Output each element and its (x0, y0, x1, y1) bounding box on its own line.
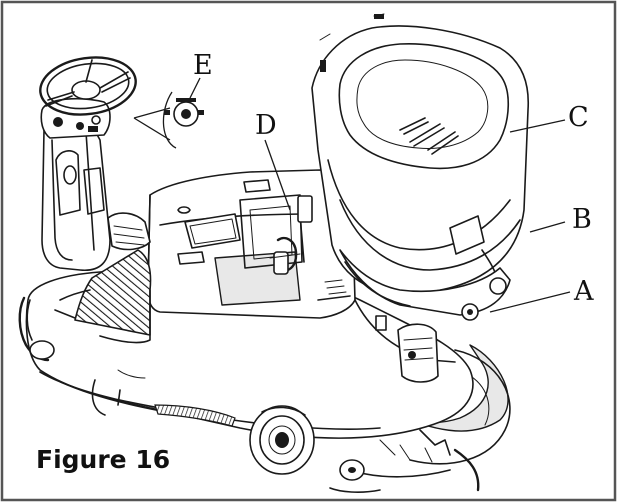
callout-a: A (573, 276, 594, 307)
callout-d: D (255, 110, 277, 141)
leader-d (264, 139, 291, 211)
seat-base (339, 249, 511, 321)
key-switch-detail (133, 91, 204, 149)
brush-deck (154, 404, 236, 427)
figure-caption: Figure 16 (36, 445, 170, 474)
scrubber-machine (18, 13, 530, 493)
operator-seat (311, 13, 530, 297)
drive-wheel (249, 405, 315, 475)
component-d (269, 195, 313, 275)
leader-a (489, 291, 571, 313)
callout-b: B (572, 204, 592, 235)
pedal (107, 212, 151, 251)
callout-e: E (193, 50, 213, 81)
leader-c (509, 119, 566, 133)
steering-wheel (39, 56, 137, 116)
callout-c: C (568, 102, 589, 133)
leader-b (529, 221, 566, 233)
caster-wheel (339, 459, 365, 481)
leader-e (189, 77, 201, 99)
